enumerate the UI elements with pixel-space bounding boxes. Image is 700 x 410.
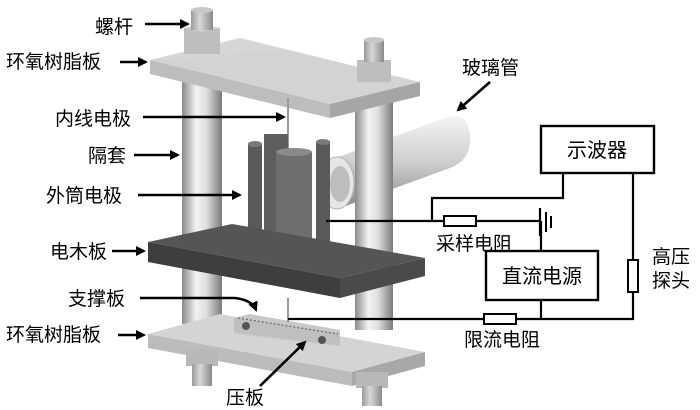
arrow-glass-tube <box>456 81 491 112</box>
oscilloscope-box: 示波器 <box>539 124 656 175</box>
label-current-limiting-resistor: 限流电阻 <box>464 329 540 351</box>
dc-power-supply-box: 直流电源 <box>484 249 600 302</box>
right-spacer-sleeve <box>355 98 393 330</box>
label-inner-wire-electrode: 内线电极 <box>55 108 131 130</box>
label-epoxy-plate-top: 环氧树脂板 <box>6 51 101 73</box>
circuit <box>288 172 639 325</box>
arrow-support-plate <box>140 296 258 312</box>
top-epoxy-plate <box>150 38 420 118</box>
bottom-right-bolt <box>356 372 388 406</box>
left-spacer-sleeve <box>182 72 222 324</box>
support-plate <box>234 314 340 346</box>
sampling-resistor-symbol <box>443 215 477 227</box>
label-spacer-sleeve: 隔套 <box>88 145 126 167</box>
dc-power-supply-label: 直流电源 <box>502 264 582 288</box>
top-left-bolt <box>184 7 220 54</box>
label-pressing-plate: 压板 <box>226 387 264 409</box>
arrow-pressing-plate <box>259 340 307 387</box>
label-outer-cylinder-electrode: 外筒电极 <box>46 185 122 207</box>
label-sampling-resistor: 采样电阻 <box>436 233 512 255</box>
label-epoxy-plate-bottom: 环氧树脂板 <box>6 324 101 346</box>
hv-probe-symbol <box>627 259 639 293</box>
label-screw-rod: 螺杆 <box>95 16 133 38</box>
label-support-plate: 支撑板 <box>68 288 125 310</box>
top-right-bolt <box>357 37 391 82</box>
label-hv-probe-line2: 探头 <box>652 270 690 292</box>
bakelite-plate <box>148 224 425 298</box>
label-glass-tube: 玻璃管 <box>462 57 519 79</box>
limiting-resistor-symbol <box>483 313 517 325</box>
oscilloscope-label: 示波器 <box>567 138 627 162</box>
label-bakelite-plate: 电木板 <box>50 241 107 263</box>
label-hv-probe-line1: 高压 <box>652 246 690 268</box>
bottom-left-bolt <box>186 350 218 386</box>
glass-tube <box>319 116 471 210</box>
